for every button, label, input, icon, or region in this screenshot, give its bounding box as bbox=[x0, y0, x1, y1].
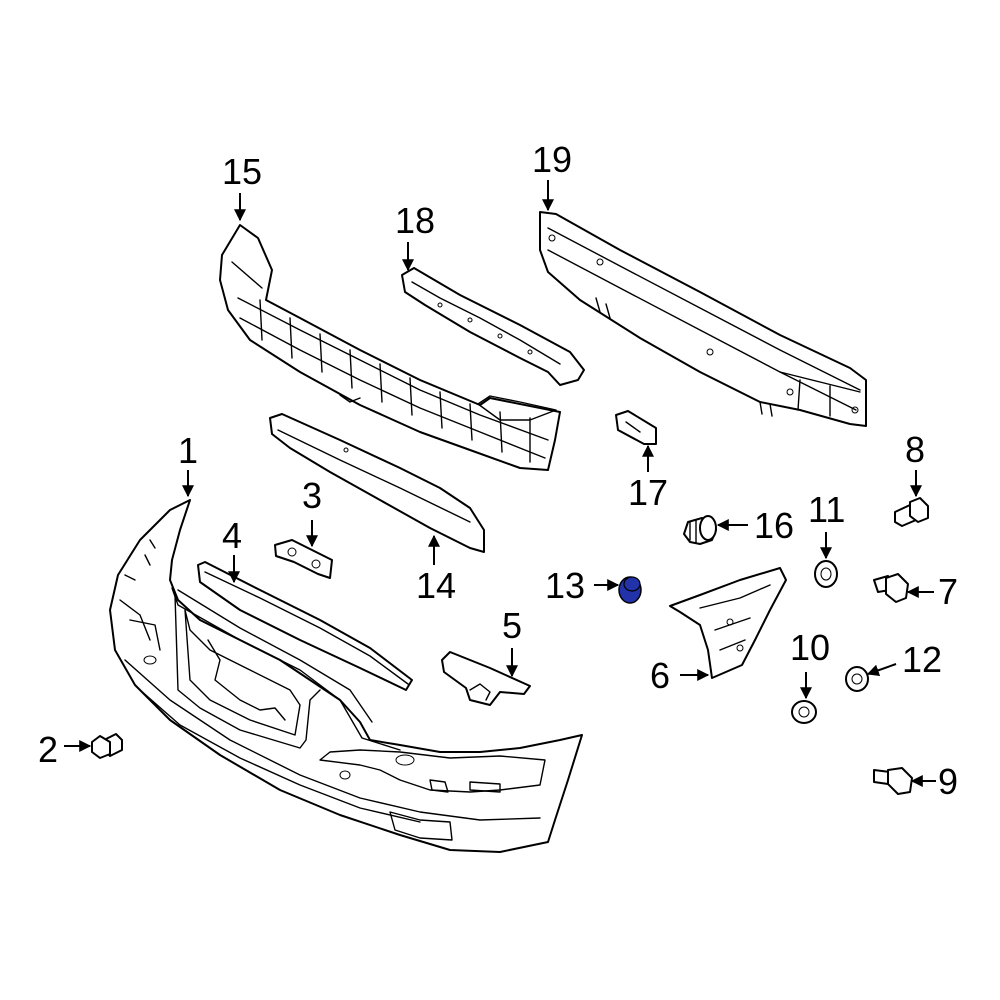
callout-8[interactable]: 8 bbox=[905, 429, 925, 470]
callout-15[interactable]: 15 bbox=[222, 151, 262, 192]
part-1-bumper-cover[interactable] bbox=[109, 499, 583, 853]
callout-1[interactable]: 1 bbox=[178, 430, 198, 471]
callout-14[interactable]: 14 bbox=[416, 565, 456, 606]
part-13-clip-highlighted[interactable] bbox=[618, 576, 642, 604]
part-9-bolt[interactable] bbox=[873, 767, 913, 795]
callout-4[interactable]: 4 bbox=[222, 515, 242, 556]
part-4-grille-strip[interactable] bbox=[197, 561, 413, 691]
part-7-bolt[interactable] bbox=[873, 573, 909, 603]
part-3-bracket[interactable] bbox=[274, 539, 333, 579]
part-18-bracket-strip[interactable] bbox=[401, 267, 585, 386]
part-12-washer[interactable] bbox=[845, 666, 869, 692]
part-2-bolt[interactable] bbox=[91, 733, 123, 759]
callout-labels: 15 18 19 1 3 4 14 17 16 8 11 13 7 5 6 10… bbox=[38, 139, 958, 802]
callout-2[interactable]: 2 bbox=[38, 729, 58, 770]
callout-6[interactable]: 6 bbox=[650, 655, 670, 696]
part-10-washer[interactable] bbox=[791, 700, 817, 724]
part-16-push-pin[interactable] bbox=[683, 515, 717, 545]
part-6-side-bracket[interactable] bbox=[669, 567, 787, 679]
callout-7[interactable]: 7 bbox=[938, 571, 958, 612]
part-11-washer[interactable] bbox=[814, 560, 838, 588]
callout-5[interactable]: 5 bbox=[502, 605, 522, 646]
callout-3[interactable]: 3 bbox=[302, 475, 322, 516]
callout-9[interactable]: 9 bbox=[938, 761, 958, 802]
callout-17[interactable]: 17 bbox=[628, 472, 668, 513]
part-5-lower-bracket[interactable] bbox=[441, 651, 531, 706]
callout-13[interactable]: 13 bbox=[545, 565, 585, 606]
callout-arrows bbox=[64, 180, 936, 787]
callout-11[interactable]: 11 bbox=[808, 489, 845, 530]
callout-19[interactable]: 19 bbox=[532, 139, 572, 180]
part-17-clip[interactable] bbox=[615, 410, 657, 445]
part-15-energy-absorber[interactable] bbox=[219, 224, 561, 471]
callout-18[interactable]: 18 bbox=[395, 200, 435, 241]
callout-12[interactable]: 12 bbox=[902, 639, 942, 680]
arrow-12 bbox=[866, 663, 897, 677]
callout-16[interactable]: 16 bbox=[754, 505, 794, 546]
callout-10[interactable]: 10 bbox=[790, 627, 830, 668]
part-8-bolt[interactable] bbox=[894, 497, 929, 527]
part-14-absorber-bar[interactable] bbox=[269, 413, 485, 553]
part-19-reinforcement-beam[interactable] bbox=[539, 211, 867, 427]
